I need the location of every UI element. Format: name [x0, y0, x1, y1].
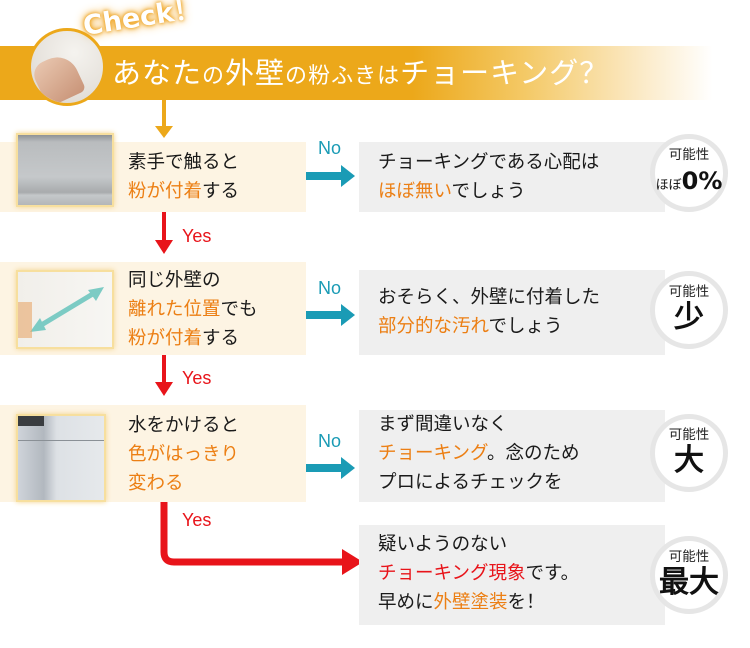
distant-wall-photo [16, 270, 114, 349]
badge-label: 可能性 [668, 427, 710, 443]
text-highlight: 粉が付着 [128, 328, 203, 349]
text-segment: を！ [507, 592, 545, 613]
no-label: No [318, 278, 342, 298]
badge-prefix: ほぼ [655, 178, 682, 193]
text-segment: 疑いようのない [378, 534, 508, 555]
no-label: No [318, 431, 342, 451]
no-label: No [318, 138, 342, 158]
text-segment: 素手で触ると [128, 152, 240, 173]
probability-badge-2: 可能性 少 [650, 271, 728, 349]
yes-label: Yes [182, 368, 212, 388]
title-banner [0, 46, 750, 100]
yes-label: Yes [182, 226, 212, 246]
text-highlight: チョーキング現象 [378, 563, 526, 584]
answer-box-3 [359, 410, 665, 502]
wall-seam [18, 440, 104, 441]
text-segment: おそらく、外壁に付着した [378, 287, 601, 308]
text-segment: する [202, 328, 240, 349]
no-connector [306, 172, 342, 180]
arrow-right-icon [341, 304, 355, 326]
yes-connector [162, 212, 166, 242]
text-segment: まず間違いなく [378, 414, 508, 435]
badge-value: ほぼ0% [655, 163, 723, 204]
answer-text-4: 疑いようのない チョーキング現象です。 早めに外壁塗装を！ [378, 530, 579, 617]
badge-number: 0% [681, 167, 723, 195]
yes-connector-elbow [160, 502, 363, 575]
probability-badge-4: 可能性 最大 [650, 536, 728, 614]
text-segment: 。念のため [486, 443, 580, 464]
wall-fixture-icon [18, 416, 44, 426]
text-highlight: ほぼ無い [378, 181, 452, 202]
text-highlight: 粉が付着 [128, 181, 203, 202]
wet-wall-photo [16, 414, 106, 502]
arrow-down-icon [155, 240, 173, 254]
question-text-3: 水をかけると 色がはっきり 変わる [128, 411, 239, 498]
arrow-right-icon [341, 165, 355, 187]
title-part: 粉ふきは [308, 64, 401, 89]
answer-box-2 [359, 270, 665, 355]
answer-box-1 [359, 142, 665, 212]
no-connector [306, 464, 342, 472]
question-text-2: 同じ外壁の 離れた位置でも 粉が付着する [128, 266, 258, 353]
check-label: Check！ [80, 0, 203, 43]
text-highlight: 変わる [128, 473, 184, 494]
touch-wall-photo [16, 133, 114, 207]
arrow-right-icon [342, 549, 363, 575]
start-connector [162, 100, 166, 130]
text-highlight: 色がはっきり [128, 444, 240, 465]
badge-value: 最大 [659, 565, 719, 600]
text-segment: 水をかけると [128, 415, 240, 436]
page-title: あなたの外壁の粉ふきはチョーキング？ [112, 52, 609, 98]
text-segment: プロによるチェックを [378, 472, 563, 493]
text-highlight: 外壁塗装 [433, 592, 508, 613]
double-arrow-icon [18, 287, 104, 338]
hand-on-wall-photo [28, 28, 106, 106]
text-highlight: 部分的な汚れ [378, 316, 489, 337]
answer-text-3: まず間違いなく チョーキング。念のため プロによるチェックを [378, 410, 579, 497]
text-segment: です。 [525, 563, 580, 584]
text-highlight: チョーキング [378, 443, 487, 464]
badge-value: 大 [674, 443, 704, 478]
text-highlight: 離れた位置 [128, 299, 221, 320]
text-segment: 早めに [378, 592, 434, 613]
no-connector [306, 311, 342, 319]
arrow-down-icon [155, 382, 173, 396]
badge-label: 可能性 [668, 284, 710, 300]
title-part: 外壁 [225, 56, 286, 90]
badge-value: 少 [674, 300, 704, 335]
title-part: あなた [112, 56, 203, 90]
title-part: の [285, 64, 309, 89]
title-part: チョーキング？ [400, 56, 610, 90]
answer-text-1: チョーキングである心配は ほぼ無いでしょう [378, 148, 599, 206]
probability-badge-3: 可能性 大 [650, 414, 728, 492]
text-segment: でしょう [488, 316, 563, 337]
arrow-down-icon [155, 126, 173, 138]
text-segment: 同じ外壁の [128, 270, 221, 291]
answer-text-2: おそらく、外壁に付着した 部分的な汚れでしょう [378, 283, 600, 341]
text-segment: でも [220, 299, 258, 320]
probability-badge-1: 可能性 ほぼ0% [650, 134, 728, 212]
text-segment: する [202, 181, 240, 202]
title-part: の [202, 64, 226, 89]
arrow-right-icon [341, 457, 355, 479]
badge-label: 可能性 [668, 147, 710, 163]
question-text-1: 素手で触ると 粉が付着する [128, 148, 239, 206]
text-segment: でしょう [451, 181, 526, 202]
yes-connector [162, 355, 166, 383]
yes-label: Yes [182, 510, 212, 530]
text-segment: チョーキングである心配は [378, 152, 600, 173]
answer-box-4 [359, 525, 665, 625]
badge-label: 可能性 [668, 549, 710, 565]
